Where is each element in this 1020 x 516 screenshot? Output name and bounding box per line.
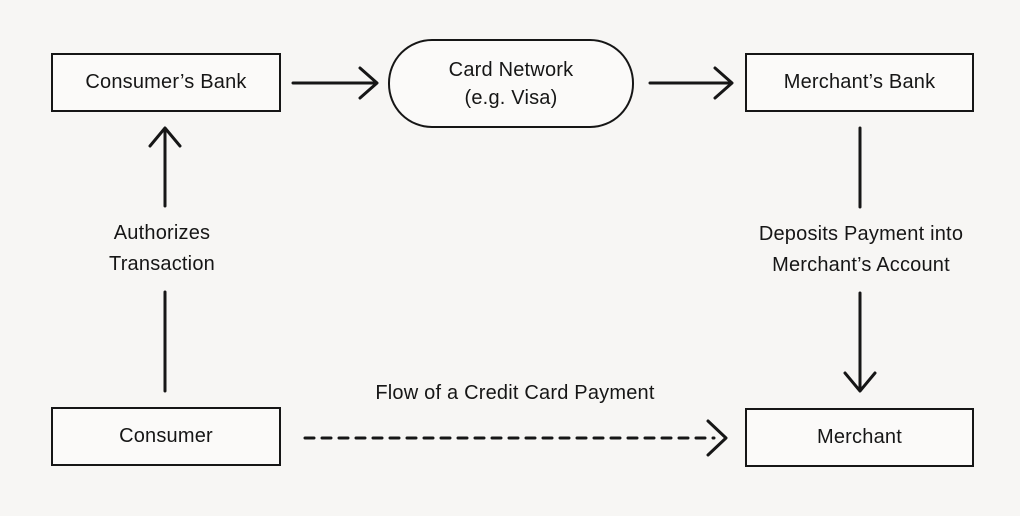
node-merchants-bank: Merchant’s Bank: [745, 53, 974, 112]
node-card-network: Card Network (e.g. Visa): [388, 39, 634, 128]
edge-label-flow-text: Flow of a Credit Card Payment: [375, 382, 655, 404]
arrow-consumers-bank-to-card-network-icon: [291, 66, 379, 100]
edge-label-flow-of-payment: Flow of a Credit Card Payment: [335, 378, 695, 408]
node-consumer: Consumer: [51, 407, 281, 466]
edge-label-deposits-line2: Merchant’s Account: [772, 254, 950, 276]
edge-label-authorizes-line2: Transaction: [109, 253, 215, 275]
node-consumer-label: Consumer: [119, 425, 213, 447]
node-consumers-bank-label: Consumer’s Bank: [85, 71, 247, 93]
node-merchant: Merchant: [745, 408, 974, 467]
node-card-network-label-line1: Card Network: [448, 58, 574, 81]
arrow-consumer-to-merchant-dashed-icon: [303, 419, 728, 457]
node-merchants-bank-label: Merchant’s Bank: [783, 71, 936, 93]
node-consumers-bank: Consumer’s Bank: [51, 53, 281, 112]
node-card-network-label-line2: (e.g. Visa): [464, 86, 558, 109]
edge-label-authorizes-line1: Authorizes: [113, 222, 211, 244]
arrow-card-network-to-merchants-bank-icon: [648, 66, 734, 100]
node-merchant-label: Merchant: [817, 426, 902, 448]
edge-label-deposits-line1: Deposits Payment into: [758, 223, 964, 245]
edge-label-deposits-payment: Deposits Payment into Merchant’s Account: [716, 219, 1006, 281]
edge-label-authorizes-transaction: Authorizes Transaction: [52, 218, 272, 280]
